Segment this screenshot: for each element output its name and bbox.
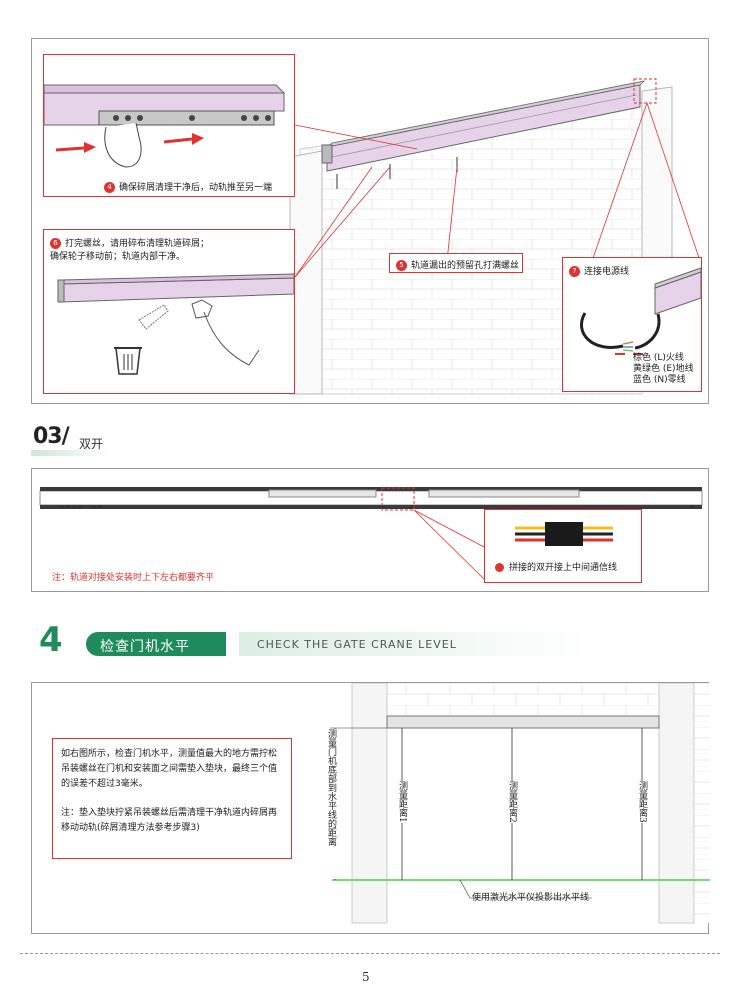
level-instructions-box: 如右图所示，检查门机水平，测量值最大的地方需拧松吊装螺丝在门机和安装面之间需垫入…	[52, 738, 292, 859]
page-number: 5	[362, 970, 370, 984]
connector-caption: 拼接的双开接上中间通信线	[495, 560, 617, 573]
section-header-underline	[31, 450, 111, 456]
section-4-title-bar: 检查门机水平	[86, 632, 226, 656]
measure-distance-1: 测量距离1	[396, 781, 408, 823]
section-4-number: 4	[39, 620, 63, 660]
section-03-header: 03/ 双开	[31, 424, 111, 458]
step5-number-badge: 5	[396, 260, 407, 271]
level-instructions-para1: 如右图所示，检查门机水平，测量值最大的地方需拧松吊装螺丝在门机和安装面之间需垫入…	[61, 749, 278, 789]
connector-bullet-icon	[495, 563, 504, 572]
connector-plug-illustration	[515, 522, 613, 546]
step7-callout: 7 连接电源线 棕色 (L)火线 黄绿色 (E)地线 蓝色 (N)零线	[562, 257, 702, 392]
level-check-panel: 如右图所示，检查门机水平，测量值最大的地方需拧松吊装螺丝在门机和安装面之间需垫入…	[31, 682, 710, 934]
wire-color-legend: 棕色 (L)火线 黄绿色 (E)地线 蓝色 (N)零线	[633, 353, 694, 386]
step7-text: 连接电源线	[584, 267, 630, 277]
step6-callout: 6 打完螺丝，请用碎布清理轨道碎屑； 确保轮子移动前；轨道内部干净。	[43, 229, 295, 394]
measure-bottom-label: 测量门机底部到水平线的距离	[325, 729, 337, 879]
step5-callout: 5 轨道漏出的预留孔打满螺丝	[389, 253, 523, 273]
measure-distance-2: 测量距离2	[506, 781, 518, 823]
alignment-note: 注：轨道对接处安装时上下左右都要齐平	[52, 573, 215, 583]
wire-neutral-label: 蓝色 (N)零线	[633, 375, 686, 385]
level-instructions-para2: 注：垫入垫块拧紧吊装螺丝后需清理干净轨道内碎屑再移动动轨(碎屑清理方法参考步骤3…	[61, 808, 278, 833]
section-4-title-cn: 检查门机水平	[100, 639, 190, 655]
step6-text-line1: 打完螺丝，请用碎布清理轨道碎屑；	[65, 239, 210, 249]
section-4-subtitle-bar: CHECK THE GATE CRANE LEVEL	[239, 632, 589, 656]
step4-callout: 4 确保碎屑清理干净后，动轨推至另一端	[43, 54, 295, 197]
section-4-header: 4 检查门机水平 CHECK THE GATE CRANE LEVEL	[31, 620, 711, 664]
section-03-title: 双开	[79, 437, 104, 451]
wire-live-label: 棕色 (L)火线	[633, 353, 684, 363]
footer-divider	[20, 953, 720, 954]
power-wire-illustration	[579, 267, 702, 355]
connector-callout: 拼接的双开接上中间通信线	[484, 509, 642, 583]
step7-caption: 7 连接电源线	[569, 264, 629, 277]
step6-caption: 6 打完螺丝，请用碎布清理轨道碎屑； 确保轮子移动前；轨道内部干净。	[50, 238, 209, 264]
double-rail-illustration	[39, 487, 703, 580]
install-steps-panel: 4 确保碎屑清理干净后，动轨推至另一端 6 打完螺丝，请用碎布清理轨道碎屑； 确保轮…	[31, 38, 709, 404]
laser-level-label: 使用激光水平仪投影出水平线	[472, 893, 590, 903]
step4-caption: 4 确保碎屑清理干净后，动轨推至另一端	[104, 180, 272, 193]
wire-earth-label: 黄绿色 (E)地线	[633, 364, 694, 374]
step4-number-badge: 4	[104, 182, 115, 193]
step7-number-badge: 7	[569, 266, 580, 277]
door-frame-illustration	[289, 78, 701, 395]
rail-push-illustration	[44, 84, 286, 168]
section-4-title-en: CHECK THE GATE CRANE LEVEL	[257, 638, 457, 651]
level-measurement-diagram	[330, 683, 710, 924]
measure-distance-3: 测量距离3	[636, 781, 648, 823]
double-door-panel: 拼接的双开接上中间通信线 注：轨道对接处安装时上下左右都要齐平	[31, 468, 709, 592]
section-03-number: 03/	[33, 424, 70, 449]
step6-number-badge: 6	[50, 238, 61, 249]
connector-label: 拼接的双开接上中间通信线	[509, 563, 618, 573]
step5-text: 轨道漏出的预留孔打满螺丝	[411, 261, 520, 271]
rail-cleaning-illustration	[57, 273, 294, 375]
step6-text-line2: 确保轮子移动前；轨道内部干净。	[50, 252, 186, 262]
step4-text: 确保碎屑清理干净后，动轨推至另一端	[119, 183, 273, 193]
